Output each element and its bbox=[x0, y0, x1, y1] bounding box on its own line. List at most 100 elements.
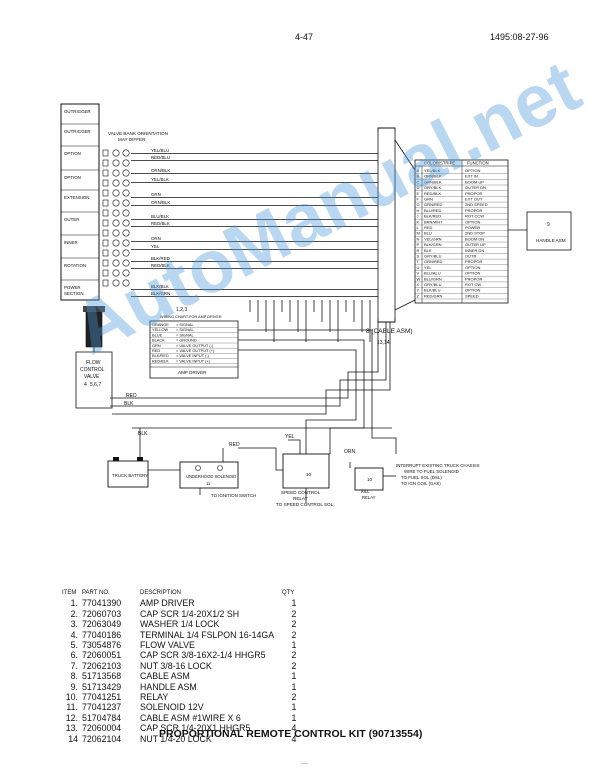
amp-wire-color: YELLOW bbox=[152, 327, 169, 332]
function-name: PROPOR bbox=[465, 259, 482, 264]
function-color: RED bbox=[424, 225, 433, 230]
wire-label-orn: ORN bbox=[344, 449, 356, 455]
function-color: BLK/GRN bbox=[424, 242, 442, 247]
coil-icon bbox=[102, 149, 109, 157]
flow-valve-label-2: CONTROL bbox=[80, 367, 105, 373]
amp-wire-color: RED bbox=[152, 348, 160, 353]
parts-cell-part-no: 72060004 bbox=[82, 723, 122, 734]
function-color: GRN/BLK bbox=[424, 179, 442, 184]
valve-coil-icon bbox=[112, 259, 120, 267]
cable-asm-bundle: 8 (CABLE ASM) 13,14 bbox=[366, 127, 413, 346]
footer-mark: — bbox=[301, 760, 308, 767]
valve-coil-icon bbox=[112, 219, 120, 227]
function-color: BLK/BLU bbox=[424, 288, 441, 293]
function-pin: K bbox=[417, 219, 420, 224]
valve-section-label: OUTRIGGER bbox=[64, 129, 91, 134]
function-pin: E bbox=[417, 191, 420, 196]
valve-coil-icon bbox=[112, 149, 120, 157]
function-name: ROT CCW bbox=[465, 214, 484, 219]
solenoid-label: UNDERHOOD SOLENOID bbox=[186, 474, 236, 479]
handle-asm: 9 HANDLE ASM bbox=[508, 211, 572, 251]
valve-coil-icon bbox=[112, 269, 120, 277]
valve-section-label: OPTION bbox=[64, 151, 81, 156]
function-name: OPTION bbox=[465, 271, 480, 276]
handle-asm-label: HANDLE ASM bbox=[536, 238, 566, 243]
parts-cell-part-no: 72062103 bbox=[82, 660, 122, 671]
solenoid-ref: 11 bbox=[206, 481, 211, 486]
parts-cell-description: HANDLE ASM bbox=[140, 681, 197, 692]
function-name: SPEED bbox=[465, 293, 479, 298]
document-code: 1495:08-27-96 bbox=[490, 32, 549, 42]
valve-wire-label: YEL bbox=[151, 244, 160, 249]
function-pin: U bbox=[417, 265, 420, 270]
parts-cell-qty: 1 bbox=[291, 681, 297, 692]
function-chart-header-function: FUNCTION bbox=[467, 161, 489, 166]
coil-icon bbox=[102, 279, 109, 287]
valve-coil-icon bbox=[112, 199, 120, 207]
kill-relay: 10 KILL RELAY bbox=[354, 467, 384, 500]
valve-coil-icon bbox=[122, 179, 130, 187]
page-number: 4-47 bbox=[295, 32, 314, 42]
function-name: OUTR bbox=[465, 254, 476, 259]
valve-coil-icon bbox=[112, 169, 120, 177]
function-pin: Y bbox=[417, 288, 420, 293]
function-name: INNER DN bbox=[465, 248, 484, 253]
function-name: 2ND STOP bbox=[465, 231, 485, 236]
valve-wire-label: ORN/BLK bbox=[151, 168, 170, 173]
wire-label-yel: YEL bbox=[285, 434, 295, 440]
valve-wire-label: RED/BLU bbox=[151, 155, 170, 160]
function-pin: X bbox=[417, 282, 420, 287]
interrupt-note-3: TO FUEL SOL (DSL) bbox=[401, 475, 442, 480]
kill-relay-label-1: KILL bbox=[361, 489, 370, 494]
function-pin: H bbox=[417, 208, 420, 213]
coil-icon bbox=[102, 229, 109, 237]
coil-icon bbox=[102, 249, 109, 257]
amp-wire-color: RED/BLK bbox=[152, 358, 169, 363]
parts-cell-qty: 1 bbox=[291, 712, 297, 723]
parts-cell-qty: 1 bbox=[291, 702, 297, 713]
function-pin: Z bbox=[417, 293, 420, 298]
function-name: OPTION bbox=[465, 168, 480, 173]
function-pin: L bbox=[417, 225, 420, 230]
coil-icon bbox=[102, 199, 109, 207]
function-color: GRN/RED bbox=[424, 202, 443, 207]
valve-wire-label: RED/BLK bbox=[151, 221, 170, 226]
valve-coil-icon bbox=[112, 279, 120, 287]
amp-driver-label: AMP DRIVER bbox=[178, 370, 207, 375]
function-color: BLK/RED bbox=[424, 214, 441, 219]
function-color: RED/GRN bbox=[424, 293, 443, 298]
function-pin: J bbox=[417, 214, 419, 219]
valve-section-label: OUTRIGGER bbox=[64, 109, 91, 114]
valve-section-label: OUTER bbox=[64, 217, 79, 222]
function-color: GRY/BLK bbox=[424, 185, 442, 190]
function-name: PROPOR bbox=[465, 208, 482, 213]
valve-wire-label: BLK/GRN bbox=[151, 291, 170, 296]
parts-cell-qty: 2 bbox=[291, 629, 297, 640]
parts-header-row: ITEM PART NO. DESCRIPTION QTY bbox=[62, 588, 306, 598]
amp-wire-function: = VALVE OUTPUT (+) bbox=[176, 348, 215, 353]
valve-coil-icon bbox=[122, 239, 130, 247]
valve-coil-icon bbox=[122, 259, 130, 267]
parts-cell-description: CABLE ASM bbox=[140, 671, 190, 682]
parts-cell-qty: 2 bbox=[291, 650, 297, 661]
function-name: BOOM UP bbox=[465, 179, 484, 184]
parts-cell-description: AMP DRIVER bbox=[140, 598, 195, 609]
amp-wire-function: = SIGNAL bbox=[176, 332, 194, 337]
wire-label-blk-2: BLK bbox=[138, 431, 148, 437]
function-name: OUTER UP bbox=[465, 242, 486, 247]
function-pin: W bbox=[417, 276, 421, 281]
valve-coil-icon bbox=[112, 209, 120, 217]
amp-wire-function: = VALVE INPUT (-) bbox=[176, 353, 210, 358]
amp-wire-color: ORANGE bbox=[152, 322, 169, 327]
parts-cell-part-no: 77041390 bbox=[82, 598, 122, 609]
function-name: ROT CW bbox=[465, 282, 481, 287]
function-name: BOOM DN bbox=[465, 236, 484, 241]
interrupt-note-4: TO IGN COIL (GAS) bbox=[401, 481, 441, 486]
valve-coil-icon bbox=[122, 209, 130, 217]
parts-cell-qty: 1 bbox=[291, 640, 297, 651]
